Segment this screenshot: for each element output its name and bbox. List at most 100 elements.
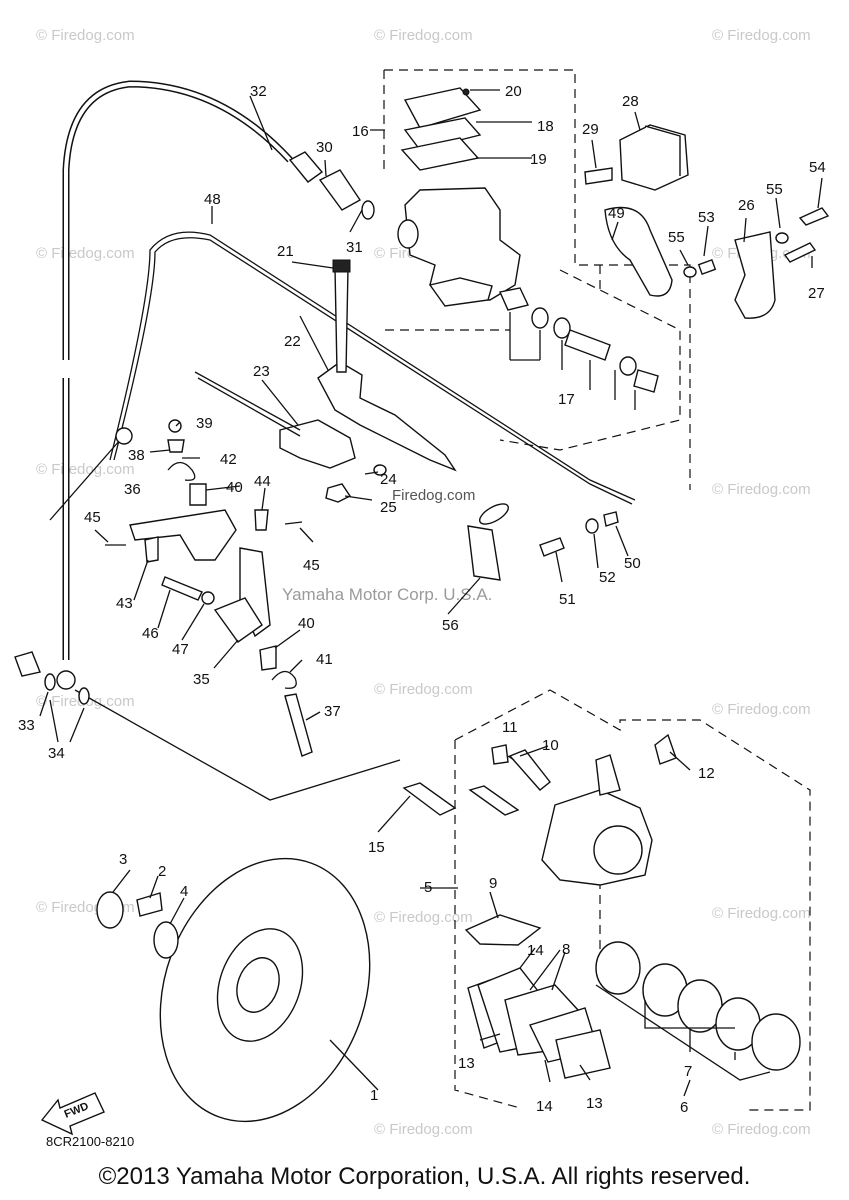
callout-8: 8	[562, 941, 570, 958]
lever-cable-stub	[194, 371, 301, 431]
callout-17: 17	[558, 391, 575, 408]
callout-33: 33	[18, 717, 35, 734]
linkage	[105, 419, 313, 757]
cotter-pins-45	[105, 521, 303, 546]
bolt-10	[508, 749, 551, 791]
callout-42: 42	[220, 451, 237, 468]
shim-13b	[555, 1029, 611, 1079]
bolt-15	[402, 782, 457, 816]
watermark: © Firedog.com	[36, 245, 135, 262]
washer-34b	[78, 687, 90, 705]
callout-46: 46	[142, 625, 159, 642]
piston-kit	[499, 287, 659, 410]
bolt-54	[798, 207, 830, 226]
pin-40b	[259, 645, 277, 671]
hose-lead-line	[74, 689, 401, 801]
brake-disc-group	[96, 857, 371, 1123]
callout-39: 39	[196, 415, 213, 432]
washer-55	[683, 266, 697, 278]
brake-switch	[584, 124, 689, 191]
pad-spring-9	[464, 914, 542, 946]
master-cylinder-outline	[383, 69, 691, 490]
callout-4: 4	[180, 883, 188, 900]
callout-40: 40	[226, 479, 243, 496]
brake-cable-48	[109, 231, 636, 501]
watermark: © Firedog.com	[374, 1121, 473, 1138]
spring-42	[167, 461, 196, 481]
watermark: © Firedog.com	[374, 27, 473, 44]
callout-31: 31	[346, 239, 363, 256]
brake-cables	[49, 80, 636, 801]
callout-55b: 55	[766, 181, 783, 198]
nut-25	[325, 483, 352, 503]
callout-7: 7	[684, 1063, 692, 1080]
callout-14: 14	[527, 942, 544, 959]
washer-38	[167, 439, 185, 453]
diagram-code: 8CR2100-8210	[46, 1134, 134, 1149]
fwd-arrow-icon	[40, 1092, 105, 1136]
collar-53	[697, 259, 717, 275]
callout-21: 21	[277, 243, 294, 260]
watermark: © Firedog.com	[36, 27, 135, 44]
bolt-51	[539, 537, 565, 557]
block-35	[213, 597, 263, 643]
banjo-fittings	[288, 151, 375, 220]
pedal-bracket	[604, 206, 830, 319]
bracket-26	[734, 231, 776, 319]
callout-52: 52	[599, 569, 616, 586]
brake-arm-49	[604, 206, 673, 297]
callout-38: 38	[128, 447, 145, 464]
diaphragm-plate	[403, 117, 482, 151]
watermark: © Firedog.com	[374, 681, 473, 698]
callout-45b: 45	[303, 557, 320, 574]
piston-6	[595, 941, 641, 995]
lever-22	[317, 361, 457, 472]
callout-51: 51	[559, 591, 576, 608]
callout-36: 36	[124, 481, 141, 498]
assembly-outlines	[383, 69, 811, 1111]
callout-43: 43	[116, 595, 133, 612]
banjo-bolt-30	[318, 169, 362, 211]
watermark: © Firedog.com	[712, 701, 811, 718]
callout-16: 16	[352, 123, 369, 140]
misc-small-parts	[467, 503, 619, 581]
callout-53: 53	[698, 209, 715, 226]
master-cylinder	[397, 87, 521, 307]
callout-49: 49	[608, 205, 625, 222]
callout-13: 13	[458, 1055, 475, 1072]
callout-2: 2	[158, 863, 166, 880]
pin-44	[254, 509, 269, 531]
piston-kit-outline	[499, 269, 681, 451]
callout-55: 55	[668, 229, 685, 246]
callout-37: 37	[324, 703, 341, 720]
bolt-33	[14, 651, 41, 677]
callout-48: 48	[204, 191, 221, 208]
callout-22: 22	[284, 333, 301, 350]
callout-44: 44	[254, 473, 271, 490]
callout-29: 29	[582, 121, 599, 138]
copyright-footer: ©2013 Yamaha Motor Corporation, U.S.A. A…	[98, 1163, 751, 1190]
nut-39	[168, 419, 182, 433]
callout-20: 20	[505, 83, 522, 100]
callout-35: 35	[193, 671, 210, 688]
caliper	[402, 733, 801, 1081]
callout-40b: 40	[298, 615, 315, 632]
callout-labels: 1 2 3 4 5 6 7 8 9 10 11 12 13 13 14 14 1…	[18, 83, 826, 1116]
diaphragm	[400, 137, 480, 171]
watermark: © Firedog.com	[374, 909, 473, 926]
leader-lines	[39, 89, 823, 1097]
pin-40	[189, 483, 207, 506]
switch-bolt	[584, 167, 613, 185]
callout-15: 15	[368, 839, 385, 856]
watermark-inline: Firedog.com	[392, 487, 475, 504]
callout-45: 45	[84, 509, 101, 526]
callout-23: 23	[253, 363, 270, 380]
spring-41	[271, 670, 297, 689]
callout-30: 30	[316, 139, 333, 156]
callout-9: 9	[489, 875, 497, 892]
watermark: © Firedog.com	[712, 27, 811, 44]
callout-25: 25	[380, 499, 397, 516]
callout-19: 19	[530, 151, 547, 168]
bolt-27	[783, 242, 817, 263]
